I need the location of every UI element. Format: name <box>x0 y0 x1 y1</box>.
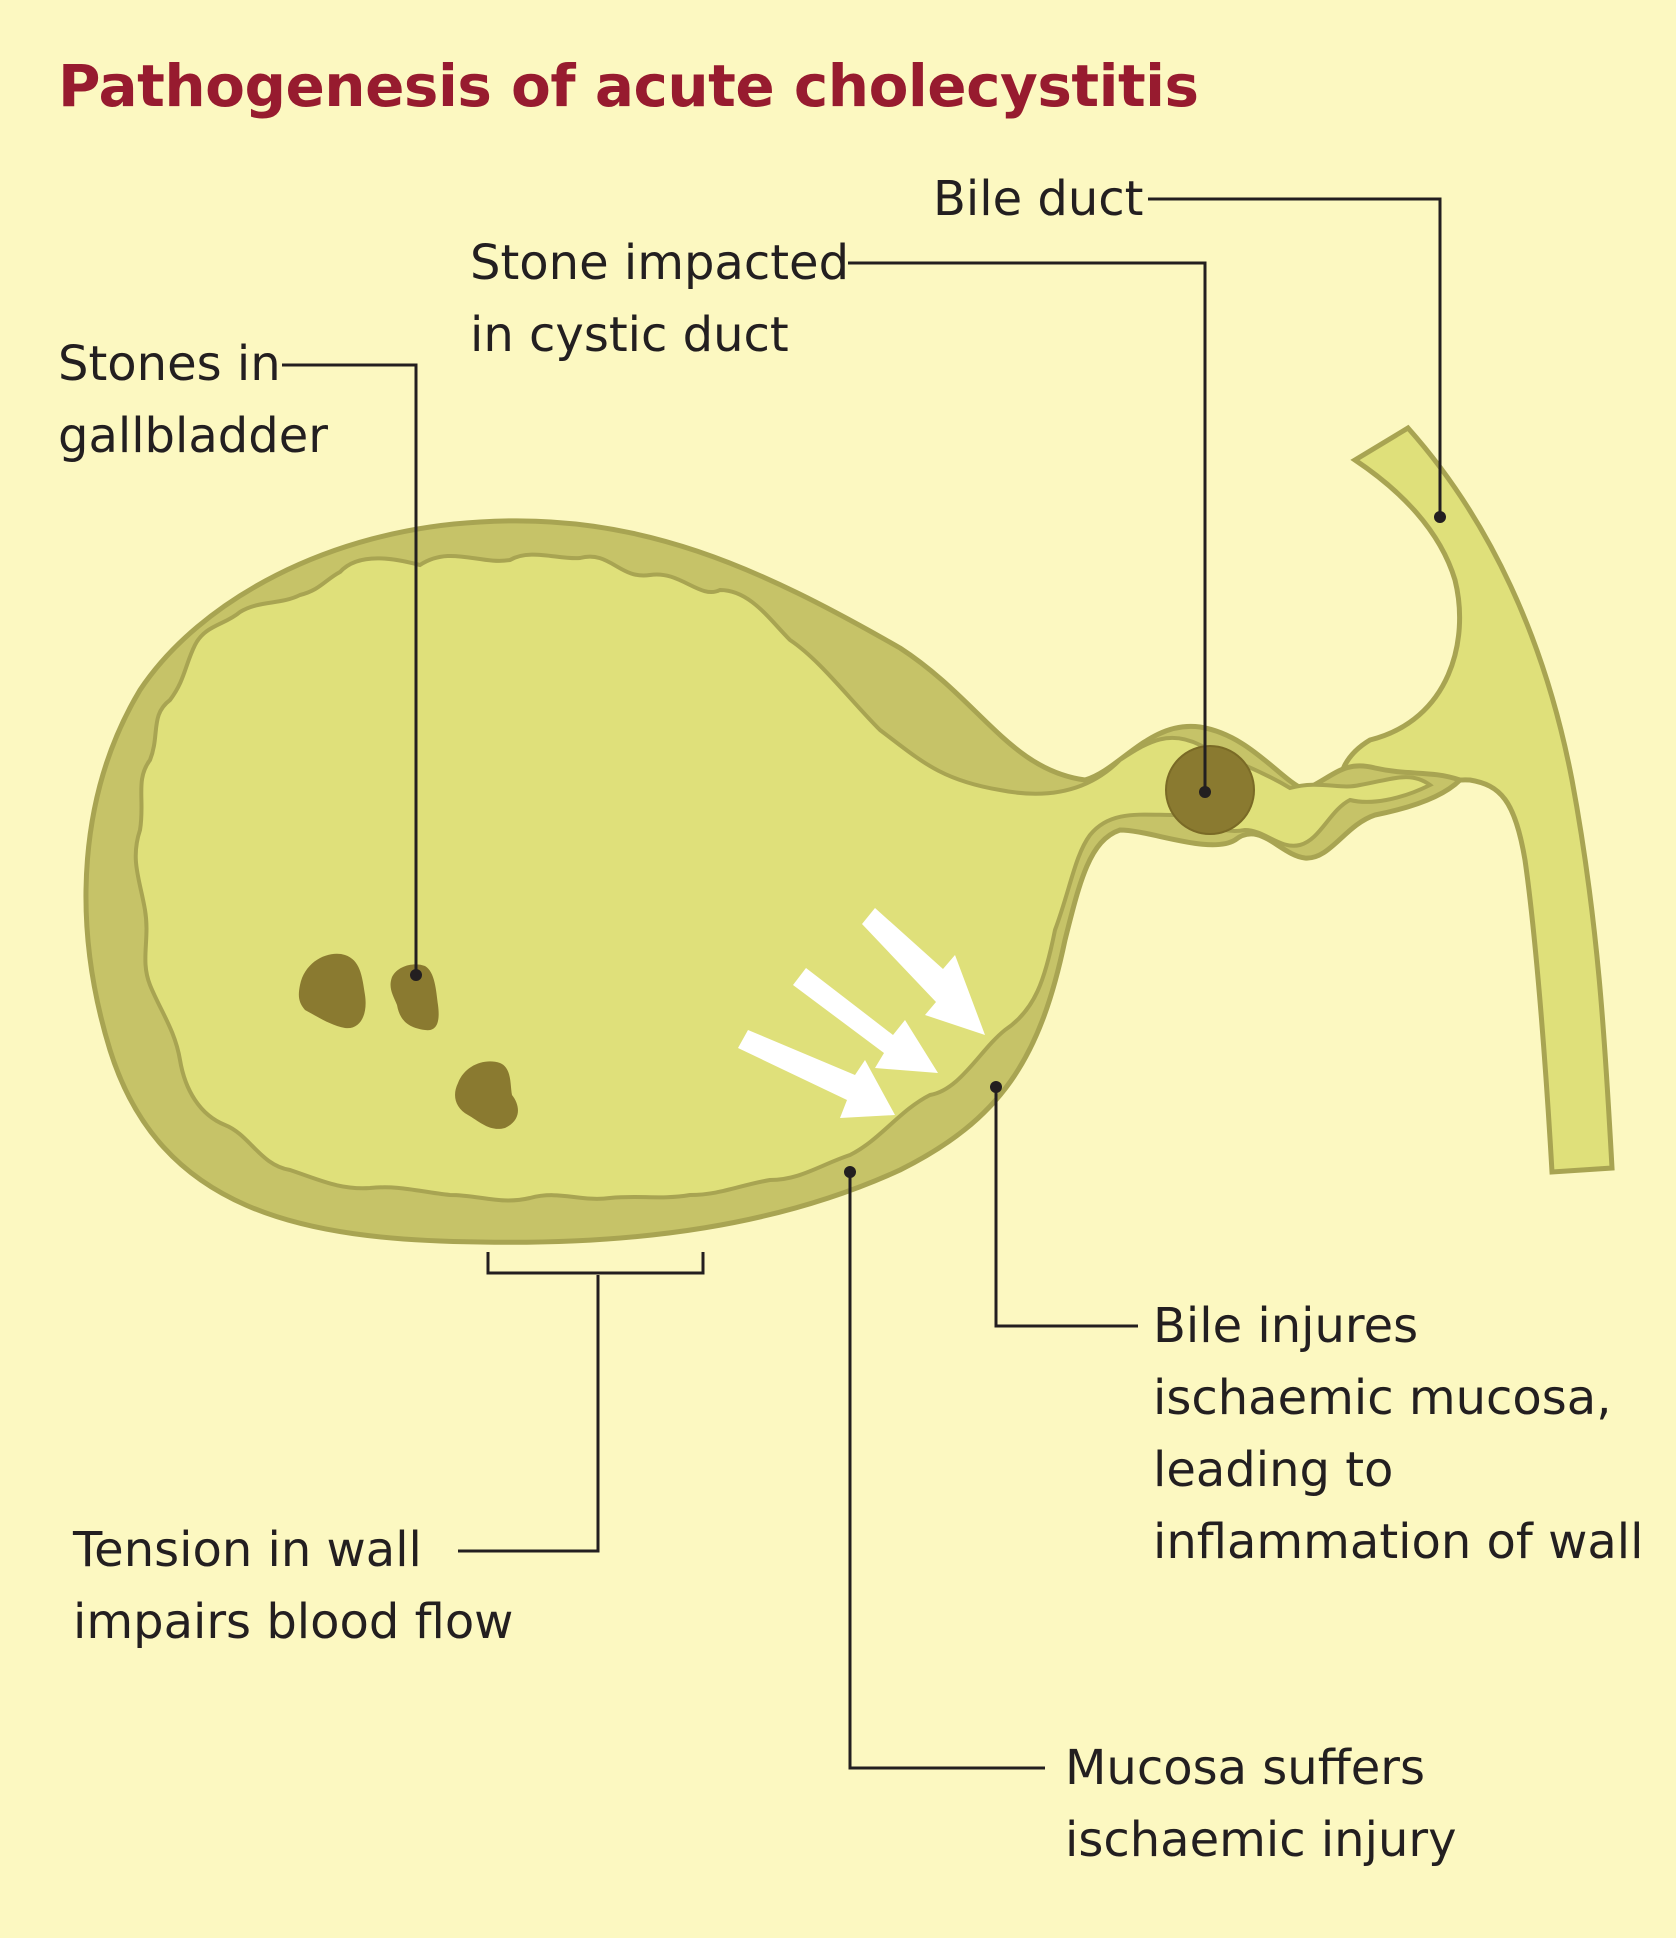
label-line: ischaemic injury <box>1065 1812 1457 1868</box>
label-line: impairs blood flow <box>73 1594 514 1650</box>
leader-dot <box>1199 786 1211 798</box>
leader-lines <box>282 197 1442 1770</box>
label-line: Stone impacted <box>470 235 850 291</box>
label-line: Bile duct <box>933 171 1144 227</box>
label-line: ischaemic mucosa, <box>1153 1370 1612 1426</box>
label-line: in cystic duct <box>470 307 789 363</box>
leader-bile-duct <box>1148 197 1442 517</box>
leader-bile-injures <box>994 1087 1138 1328</box>
leader-stones-gallbladder <box>282 363 418 975</box>
pressure-arrow <box>862 908 985 1035</box>
gallbladder-stone <box>298 953 366 1029</box>
label-stone-impacted: Stone impacted in cystic duct <box>470 227 849 371</box>
leader-dot <box>410 969 422 981</box>
bile-duct <box>1337 424 1615 1175</box>
leader-dot <box>844 1166 856 1178</box>
leader-dot <box>1434 511 1446 523</box>
label-bile-injures: Bile injures ischaemic mucosa, leading t… <box>1153 1290 1643 1578</box>
gallbladder-stone <box>390 964 439 1031</box>
wall-bracket <box>486 1252 705 1275</box>
label-line: inflammation of wall <box>1153 1514 1644 1570</box>
leader-stone-impacted <box>848 261 1207 792</box>
label-line: Bile injures <box>1153 1298 1419 1354</box>
gallbladder-lumen <box>133 552 1434 1203</box>
page-title: Pathogenesis of acute cholecystitis <box>58 52 1199 120</box>
gallbladder-stone <box>455 1061 518 1129</box>
pressure-arrow <box>793 968 938 1073</box>
leader-tension <box>458 1275 600 1553</box>
label-line: gallbladder <box>58 408 328 464</box>
label-line: leading to <box>1153 1442 1394 1498</box>
pressure-arrows <box>738 908 985 1118</box>
label-line: Mucosa suffers <box>1065 1740 1426 1796</box>
pressure-arrow <box>738 1030 895 1118</box>
label-bile-duct: Bile duct <box>933 163 1144 235</box>
leader-dot <box>990 1081 1002 1093</box>
label-line: Tension in wall <box>73 1522 422 1578</box>
label-mucosa-suffers: Mucosa suffers ischaemic injury <box>1065 1732 1457 1876</box>
leader-mucosa <box>848 1172 1045 1770</box>
label-line: Stones in <box>58 336 281 392</box>
leader-dots <box>410 511 1446 1178</box>
label-stones-in-gallbladder: Stones in gallbladder <box>58 328 328 472</box>
label-tension-in-wall: Tension in wall impairs blood flow <box>73 1514 513 1658</box>
